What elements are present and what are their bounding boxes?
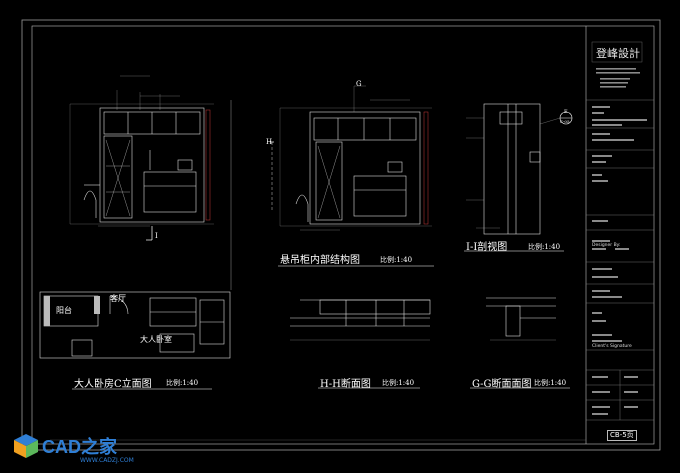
designer-label: Designer By: bbox=[592, 243, 621, 248]
cut-mark-i: I bbox=[155, 232, 158, 240]
titleblock-text-bars bbox=[592, 106, 647, 415]
brand-sub-bars bbox=[596, 68, 640, 88]
cut-mark-e-sheet: C-05 bbox=[560, 119, 570, 124]
elevation-left bbox=[69, 103, 214, 225]
title-underlines bbox=[72, 250, 570, 390]
section-gg bbox=[486, 297, 556, 341]
scale-section-ii: 比例:1:40 bbox=[528, 243, 561, 251]
elevation-left-notes bbox=[98, 75, 180, 227]
cut-mark-e: E bbox=[564, 109, 568, 115]
section-ii bbox=[466, 103, 541, 235]
scale-elevation-c: 比例:1:40 bbox=[166, 379, 199, 387]
bedroom-plan bbox=[39, 291, 231, 359]
title-section-ii: I-I剖视图 bbox=[466, 242, 508, 253]
cabinet-notes bbox=[300, 85, 410, 231]
client-label: Client's Signature bbox=[592, 344, 632, 349]
section-hh bbox=[290, 299, 431, 341]
brand-name: 登峰設計 bbox=[596, 47, 640, 60]
scale-section-gg: 比例:1:40 bbox=[534, 379, 567, 387]
title-section-hh: H-H断面图 bbox=[320, 379, 371, 390]
cut-mark-h: H bbox=[266, 138, 273, 146]
inner-frame bbox=[31, 25, 655, 445]
plan-fill-mid bbox=[94, 296, 100, 314]
watermark-logo: CAD之家 bbox=[42, 437, 117, 457]
sheet-number: CB-5页 bbox=[607, 430, 637, 441]
titleblock-rows bbox=[586, 99, 654, 421]
cad-logo-cube bbox=[14, 434, 38, 458]
elevation-left-accent bbox=[205, 109, 211, 221]
plan-fill-left bbox=[44, 296, 50, 326]
outer-frame bbox=[21, 19, 661, 451]
label-master-bedroom: 大人卧室 bbox=[140, 335, 172, 344]
scale-section-hh: 比例:1:40 bbox=[382, 379, 415, 387]
label-living-room: 客厅 bbox=[110, 294, 126, 303]
brand-box bbox=[591, 41, 643, 63]
label-balcony: 阳台 bbox=[56, 306, 72, 315]
title-elevation-c: 大人卧房C立面图 bbox=[74, 379, 152, 390]
cabinet-accent bbox=[423, 111, 429, 225]
cabinet-elevation bbox=[279, 107, 432, 227]
title-cabinet: 悬吊柜内部结构图 bbox=[280, 255, 360, 266]
title-section-gg: G-G断面面图 bbox=[472, 379, 532, 390]
watermark-url: WWW.CADZJ.COM bbox=[80, 457, 134, 464]
cut-mark-g: G bbox=[356, 80, 362, 88]
scale-cabinet: 比例:1:40 bbox=[380, 256, 413, 264]
